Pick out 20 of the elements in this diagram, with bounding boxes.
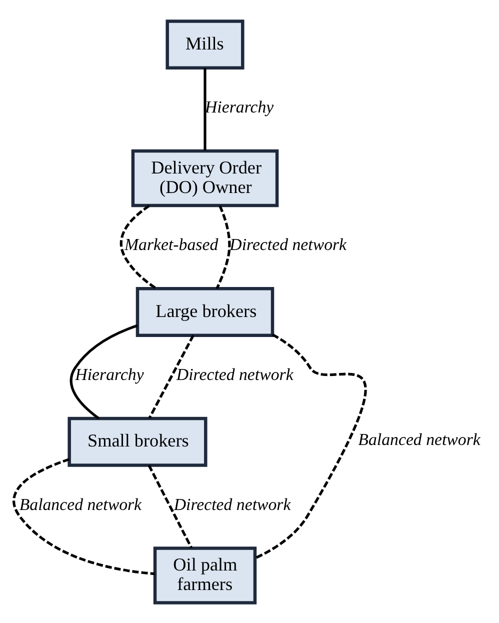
node-box: Oil palm farmers — [153, 546, 257, 604]
connector — [216, 204, 231, 289]
edge-label: Hierarchy — [75, 364, 144, 384]
node-box: Large brokers — [136, 286, 274, 336]
edge-label: Directed network — [230, 234, 347, 254]
connector — [254, 333, 366, 559]
edge-label: Balanced network — [19, 494, 142, 514]
connector — [148, 334, 194, 418]
edge-label: Market-based — [124, 234, 218, 254]
connector — [120, 204, 158, 290]
node-box: Small brokers — [68, 416, 208, 466]
node-box: Mills — [166, 19, 244, 70]
edge-label: Directed network — [174, 494, 291, 514]
edge-label: Balanced network — [358, 429, 480, 448]
node-box: Delivery Order (DO) Owner — [131, 148, 279, 207]
connector — [70, 324, 138, 419]
connector — [148, 464, 193, 548]
connector — [12, 458, 155, 575]
edge-label: Directed network — [176, 364, 294, 384]
connector — [204, 68, 206, 150]
